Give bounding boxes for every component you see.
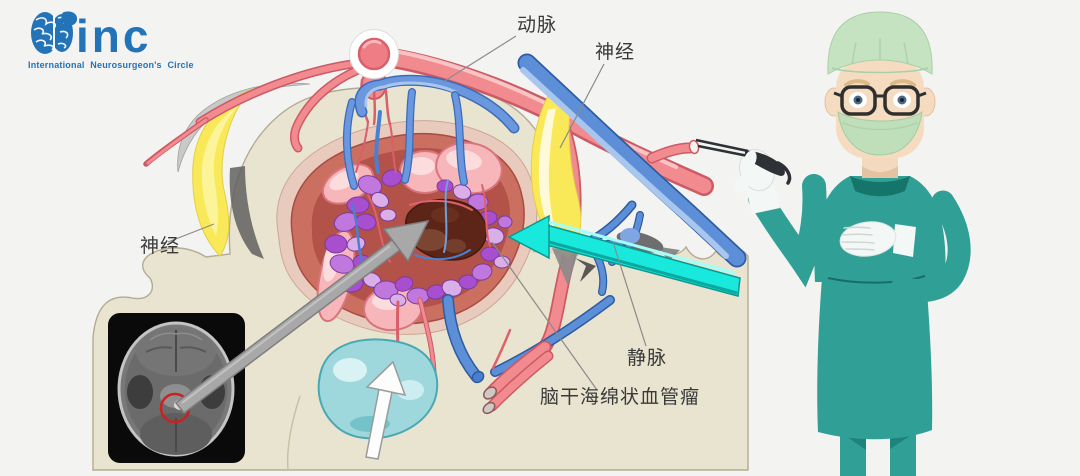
gown-collar: [850, 176, 910, 197]
pointer-arrow: [174, 219, 430, 415]
label-nerve-left: 神经: [140, 236, 181, 257]
gown-waist-seam: [827, 275, 926, 284]
inc-logo: International Neurosurgeon's Circle: [26, 8, 196, 78]
nerve-left-highlight: [201, 104, 240, 236]
pink-lobes: [316, 141, 503, 332]
artery-left-tail: [143, 59, 357, 167]
surgeon-arm-left: [748, 174, 827, 288]
leader-artery: [442, 35, 517, 83]
tissue-shadow-spike: [575, 258, 596, 282]
artery-left-branch: [290, 65, 363, 153]
label-vein: 静脉: [627, 348, 668, 369]
leader-nerve-right: [559, 63, 605, 149]
forceps-instrument: [695, 138, 792, 185]
leader-lines: [167, 35, 647, 391]
corridor-shadows: [552, 248, 578, 286]
retractor-arrow: [507, 214, 741, 297]
vein-network-top: [342, 74, 520, 190]
surgeon: [695, 11, 971, 476]
surgical-mask: [837, 110, 923, 156]
glasses: [833, 85, 927, 116]
flap-shadow: [229, 166, 264, 259]
nerve-right-highlight: [538, 108, 557, 238]
logo-tagline: International Neurosurgeon's Circle: [28, 60, 194, 70]
leader-lesion: [491, 241, 598, 391]
artery-cut-face: [482, 401, 496, 415]
artery-network: [143, 29, 714, 354]
nerve-left: [192, 89, 251, 257]
mri-inset: [108, 313, 245, 463]
nerve-right: [530, 87, 582, 259]
vein-branches: [342, 88, 468, 190]
large-vein: [517, 53, 747, 268]
vein-cut-end: [471, 370, 485, 384]
surgeon-arm-right: [890, 190, 971, 303]
tissue-contour-line: [286, 395, 301, 471]
up-arrow: [365, 360, 407, 460]
label-lesion: 脑干海绵状血管瘤: [540, 387, 701, 408]
label-artery: 动脉: [517, 15, 558, 36]
logo-brand-text: inc: [76, 10, 151, 62]
cerebellum-structure: [317, 338, 439, 460]
leader-nerve-left: [167, 223, 215, 243]
retractor-arrow-head: [507, 214, 550, 260]
surgeon-head: [824, 11, 936, 178]
glove-right: [839, 221, 916, 257]
logo-brain-icon: [31, 11, 78, 54]
label-nerve-right: 神经: [595, 42, 636, 63]
eyebrows: [844, 79, 916, 87]
mri-temporal-left: [127, 375, 153, 409]
descending-veins: [442, 294, 615, 384]
artery-cut-face: [482, 386, 498, 400]
surgeon-gown: [748, 174, 971, 440]
logo-balloon: [61, 11, 78, 30]
leader-vein: [612, 241, 647, 347]
